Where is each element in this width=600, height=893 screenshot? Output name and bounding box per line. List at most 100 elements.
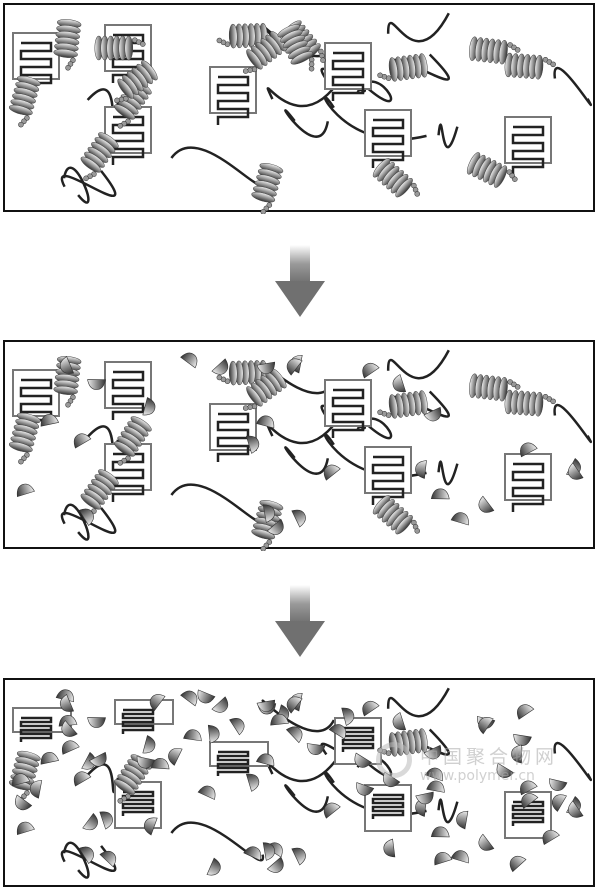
degraded-fragment (286, 358, 303, 376)
degraded-fragment (262, 504, 275, 523)
degraded-fragment (478, 495, 495, 513)
degraded-fragment (323, 464, 341, 481)
folded-chain (216, 412, 250, 462)
degraded-fragment (549, 778, 568, 791)
polymer-chain (553, 403, 593, 444)
degraded-fragment (149, 694, 166, 712)
folded-chain (511, 462, 545, 512)
degraded-fragment (362, 700, 380, 717)
folded-chain (371, 793, 405, 819)
degraded-fragment (426, 780, 445, 793)
degraded-fragment (423, 406, 442, 422)
degraded-fragment (509, 855, 527, 873)
helix-segment (114, 416, 152, 466)
polymer-chain (386, 349, 450, 380)
polymer-chain (170, 483, 264, 524)
degraded-fragment (16, 821, 35, 836)
degraded-fragment (73, 433, 92, 449)
degraded-fragment (478, 717, 494, 735)
degraded-fragment (362, 362, 380, 379)
polymer-chain (284, 109, 330, 138)
degraded-fragment (520, 780, 538, 796)
degraded-fragment (291, 847, 306, 866)
helix-segment (8, 412, 41, 465)
polymer-chain (86, 763, 120, 794)
folded-chain (331, 51, 365, 101)
folded-chain (111, 370, 145, 420)
stage-2-diagram (8, 349, 593, 551)
degraded-fragment (262, 842, 275, 861)
watermark-logo-icon (376, 742, 412, 778)
degraded-fragment (354, 752, 372, 768)
down-arrow-1-icon (275, 245, 325, 317)
degraded-fragment (40, 752, 60, 765)
folded-chain (19, 41, 53, 91)
polymer-chain (170, 821, 264, 862)
polymer-chain (60, 170, 117, 198)
helix-segment (277, 24, 315, 72)
degraded-fragment (245, 773, 260, 792)
degraded-fragment (291, 509, 306, 528)
degraded-fragment (245, 435, 260, 454)
folded-chain (511, 125, 545, 175)
helix-segment (94, 35, 146, 61)
degraded-fragment (286, 696, 303, 714)
stage-3-panel (3, 678, 595, 887)
degraded-fragment (99, 850, 117, 868)
degraded-fragment (256, 699, 276, 712)
degraded-fragment (520, 442, 538, 458)
degraded-fragment (383, 838, 396, 858)
stage-2-panel (3, 340, 595, 551)
folded-chain (121, 708, 155, 734)
degraded-fragment (143, 817, 158, 836)
degraded-fragment (211, 358, 229, 375)
helix-segment (504, 52, 556, 80)
helix-segment (80, 132, 119, 182)
degraded-fragment (323, 802, 341, 819)
polymer-chain (386, 12, 450, 43)
helix-segment (372, 495, 420, 535)
polymer-chain (284, 446, 330, 475)
helix-segment (377, 390, 428, 419)
polymer-chain (553, 66, 593, 107)
degraded-fragment (517, 704, 535, 720)
degraded-fragment (78, 508, 94, 527)
polymer-chain (437, 798, 459, 824)
degraded-fragment (59, 356, 75, 374)
polymer-chain (437, 460, 459, 486)
helix-segment (242, 368, 287, 411)
polymer-chain (284, 784, 330, 813)
degraded-fragment (206, 857, 221, 876)
degraded-fragment (59, 694, 75, 712)
degraded-fragment (136, 756, 156, 769)
polymer-chain (437, 123, 459, 149)
degraded-fragment (99, 811, 113, 830)
degraded-fragment (478, 833, 495, 851)
folded-chain (121, 790, 155, 816)
polymer-chain (170, 146, 264, 187)
degraded-fragment (341, 707, 355, 726)
degraded-fragment (551, 794, 567, 812)
degraded-fragment (415, 791, 434, 805)
degraded-fragment (87, 717, 106, 728)
folded-chain (111, 115, 145, 165)
degraded-fragment (40, 414, 60, 427)
watermark-name: 中国聚合物网 (420, 746, 559, 768)
helix-segment (114, 60, 158, 104)
polymer-chain (386, 687, 450, 718)
degraded-fragment (87, 379, 106, 390)
stage-3-diagram (8, 687, 593, 879)
folded-chain (216, 75, 250, 125)
degraded-fragment (511, 744, 522, 764)
degraded-fragment (450, 850, 469, 864)
degraded-fragment (82, 813, 98, 831)
degraded-fragment (16, 483, 35, 498)
degraded-fragment (12, 773, 31, 787)
degraded-fragment (430, 826, 450, 838)
degraded-fragment (168, 748, 183, 766)
degraded-fragment (197, 689, 216, 704)
helix-segment (8, 75, 41, 128)
degraded-fragment (434, 852, 453, 866)
degraded-fragment (306, 743, 326, 755)
polymer-chain (60, 507, 117, 535)
